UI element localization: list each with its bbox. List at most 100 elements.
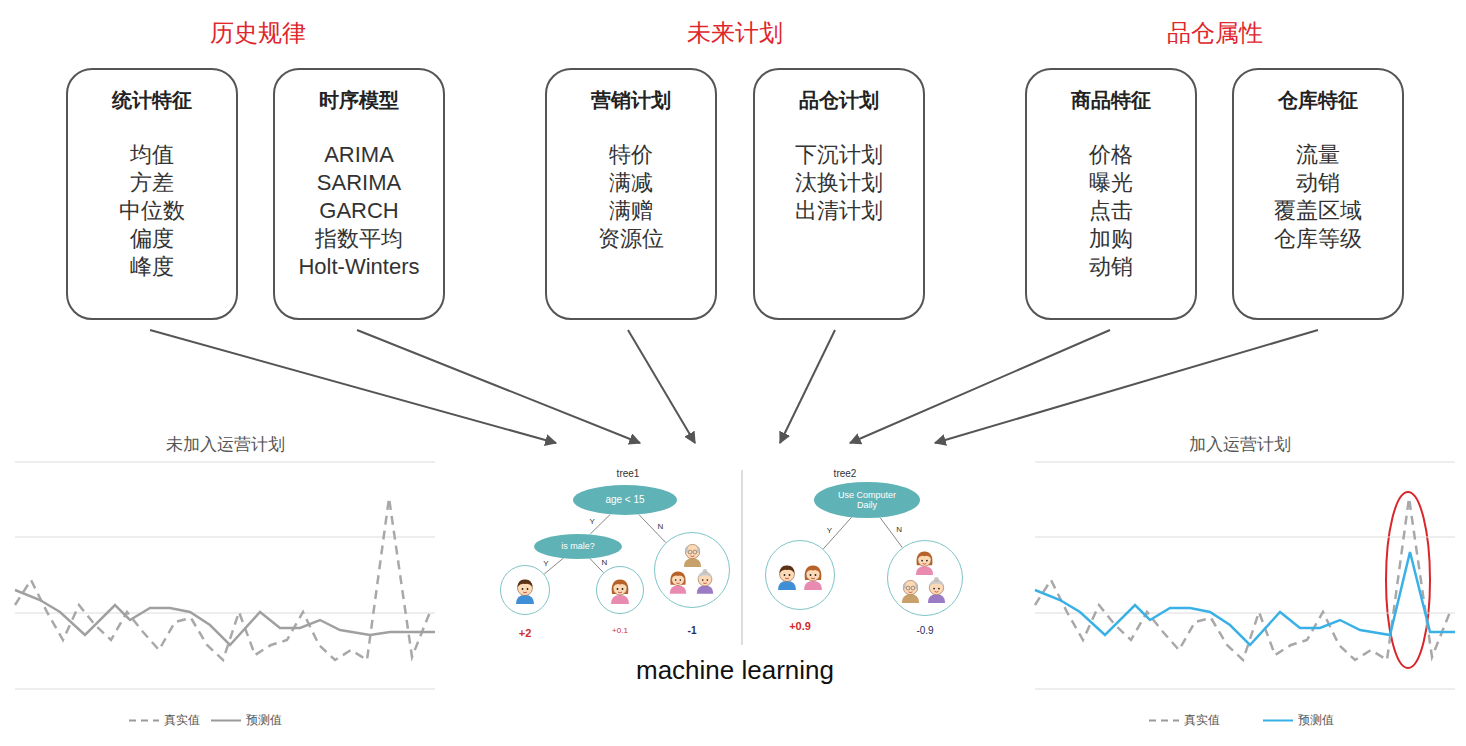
legend-item: 真实值 (128, 712, 200, 729)
box-body: 均值 方差 中位数 偏度 峰度 (76, 141, 228, 281)
legend-line (1263, 719, 1293, 721)
leaf-value: -0.9 (916, 626, 933, 636)
box-body: 特价 满减 满赠 资源位 (555, 141, 707, 253)
person-icon (670, 571, 687, 593)
group-heading: 历史规律 (210, 20, 306, 46)
leaf-node: +2 (500, 565, 550, 615)
legend-sample (210, 717, 242, 723)
leaf-value: +0.9 (789, 621, 811, 632)
grid-line (15, 537, 435, 538)
grid-line (15, 689, 435, 690)
legend-line (1149, 719, 1179, 721)
split-condition: Use Computer Daily (834, 490, 900, 511)
box-heading: 统计特征 (112, 88, 192, 112)
legend-sample (128, 717, 160, 723)
box-heading: 营销计划 (591, 88, 671, 112)
grid-line (15, 613, 435, 614)
branch-label: N (895, 526, 903, 534)
split-condition: is male? (561, 541, 595, 551)
branch-label: Y (542, 560, 549, 568)
tree-branch (823, 517, 851, 549)
legend-sample (1148, 717, 1180, 723)
legend-sample (1262, 717, 1294, 723)
box-body: ARIMA SARIMA GARCH 指数平均 Holt-Winters (283, 141, 435, 281)
box-body: 流量 动销 覆盖区域 仓库等级 (1242, 141, 1394, 253)
input-arrow (628, 330, 695, 443)
grid-line (1035, 689, 1455, 690)
person-icon (684, 544, 701, 567)
legend-line (129, 719, 159, 721)
box-body: 价格 曝光 点击 加购 动销 (1035, 141, 1187, 281)
feature-arrows (150, 330, 1318, 443)
legend-item: 预测值 (1262, 712, 1334, 729)
legend-text: 真实值 (164, 712, 200, 729)
forecast-series (1035, 552, 1455, 645)
chart-title: 未加入运营计划 (166, 436, 285, 455)
legend-text: 预测值 (246, 712, 282, 729)
legend-text: 预测值 (1298, 712, 1334, 729)
leaf-node: +0.9 (765, 540, 835, 610)
line-chart (15, 462, 435, 689)
person-icon (916, 551, 933, 574)
leaf-node: -0.9 (887, 540, 963, 616)
leaf-value: +2 (519, 628, 532, 639)
input-arrow (780, 330, 835, 443)
person-icon (611, 580, 629, 605)
person-icon (697, 569, 714, 594)
leaf-value: -1 (688, 626, 697, 636)
input-arrow (357, 330, 640, 443)
tree-branch (880, 517, 902, 547)
grid-line (15, 462, 435, 463)
branch-label: N (601, 559, 609, 567)
leaf-value: +0.1 (612, 627, 628, 635)
box-heading: 仓库特征 (1278, 88, 1358, 112)
feature-box: 商品特征价格 曝光 点击 加购 动销 (1025, 68, 1197, 320)
legend-line (211, 719, 241, 721)
highlight-ellipse (1386, 492, 1430, 668)
box-heading: 时序模型 (319, 88, 399, 112)
group-heading: 未来计划 (687, 20, 783, 46)
legend-item: 预测值 (210, 712, 282, 729)
split-node: age < 15 (573, 485, 677, 515)
feature-box: 时序模型 ARIMA SARIMA GARCH 指数平均 Holt-Winters (273, 68, 445, 320)
tree-branch (639, 514, 666, 542)
tree-title: tree2 (834, 468, 857, 479)
grid-line (1035, 462, 1455, 463)
box-body: 下沉计划 汰换计划 出清计划 (763, 141, 915, 225)
feature-box: 仓库特征流量 动销 覆盖区域 仓库等级 (1232, 68, 1404, 320)
line-chart (1035, 462, 1455, 689)
group-heading: 品仓属性 (1167, 20, 1263, 46)
branch-label: Y (589, 518, 596, 526)
branch-label: N (656, 523, 664, 531)
feature-box: 品仓计划下沉计划 汰换计划 出清计划 (753, 68, 925, 320)
person-icon (516, 579, 534, 604)
feature-box: 营销计划特价 满减 满赠 资源位 (545, 68, 717, 320)
split-node: Use Computer Daily (814, 482, 920, 518)
split-node: is male? (534, 534, 622, 559)
person-icon (902, 580, 919, 603)
caption-text: machine learning (636, 656, 834, 685)
tree-divider (742, 470, 743, 645)
chart-title: 加入运营计划 (1189, 436, 1291, 455)
divider-line (742, 470, 743, 645)
person-icon (778, 565, 796, 590)
forecast-series (15, 590, 435, 645)
input-arrow (150, 330, 556, 443)
branch-label: Y (826, 527, 833, 535)
person-icon (804, 566, 822, 591)
leaf-node: -1 (654, 532, 730, 608)
tree-title: tree1 (617, 468, 640, 479)
legend-item: 真实值 (1148, 712, 1220, 729)
person-icon (928, 577, 945, 603)
feature-box: 统计特征均值 方差 中位数 偏度 峰度 (66, 68, 238, 320)
grid-line (1035, 613, 1455, 614)
leaf-node: +0.1 (596, 566, 644, 614)
box-heading: 商品特征 (1071, 88, 1151, 112)
legend-text: 真实值 (1184, 712, 1220, 729)
split-condition: age < 15 (605, 494, 644, 506)
input-arrow (935, 330, 1318, 443)
input-arrow (850, 330, 1110, 443)
grid-line (1035, 537, 1455, 538)
box-heading: 品仓计划 (799, 88, 879, 112)
